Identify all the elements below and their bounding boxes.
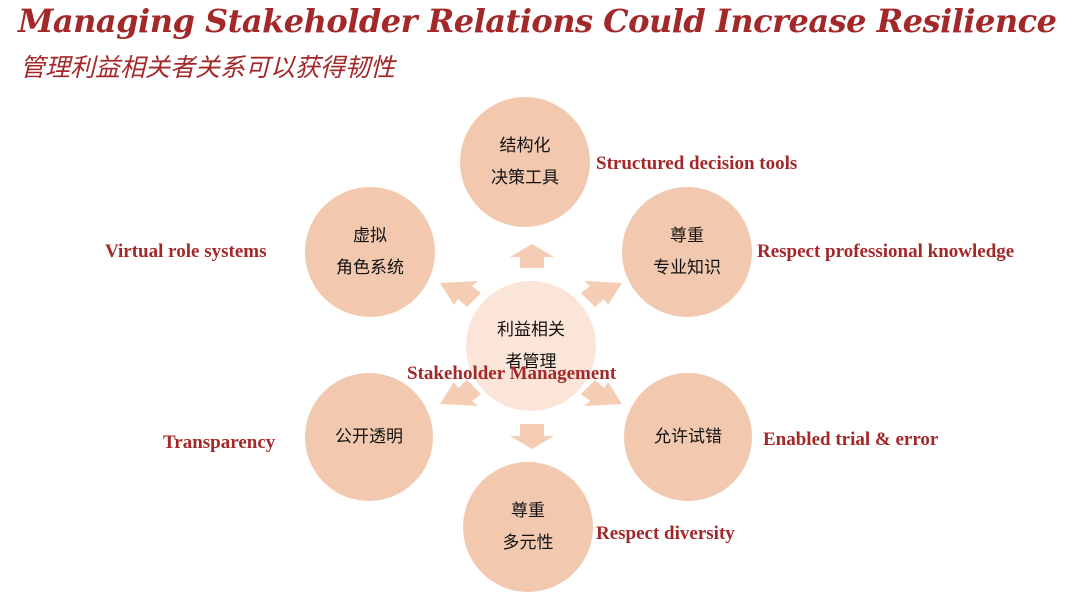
node-bottom-line-1: 尊重 [511,501,545,521]
node-transparency: 公开透明 [305,373,433,501]
node-enabled-trial-and-error: 允许试错 [624,373,752,501]
center-node-stakeholder-management: 利益相关 者管理 [466,281,596,411]
label-transparency: Transparency [163,432,276,453]
node-virtual-role-systems: 虚拟 角色系统 [305,187,435,317]
label-structured-decision-tools: Structured decision tools [596,153,798,174]
center-line-2: 者管理 [505,352,557,372]
label-respect-professional-knowledge: Respect professional knowledge [757,241,1015,262]
arrow-upper-left [440,281,481,307]
arrow-lower-left [440,380,481,406]
label-enabled-trial-and-error: Enabled trial & error [763,429,939,450]
node-lower-right-line-1: 允许试错 [654,427,722,447]
arrow-upper-right [581,281,622,307]
label-respect-diversity: Respect diversity [596,523,735,544]
node-respect-diversity: 尊重 多元性 [463,462,593,592]
center-english-label: Stakeholder Management [407,363,617,384]
node-top-line-2: 决策工具 [491,168,559,188]
node-upper-left-line-1: 虚拟 [353,226,387,246]
node-top-line-1: 结构化 [499,136,551,156]
arrow-down [510,424,554,449]
node-upper-right-line-1: 尊重 [670,226,704,246]
center-line-1: 利益相关 [497,320,565,340]
arrow-lower-right [581,380,622,406]
node-upper-left-line-2: 角色系统 [336,258,404,278]
node-structured-decision-tools: 结构化 决策工具 [460,97,590,227]
label-virtual-role-systems: Virtual role systems [105,241,267,262]
node-upper-right-line-2: 专业知识 [653,258,721,278]
node-bottom-line-2: 多元性 [502,533,554,553]
node-lower-left-line-1: 公开透明 [335,427,403,447]
title-chinese: 管理利益相关者关系可以获得韧性 [20,53,396,82]
node-respect-professional-knowledge: 尊重 专业知识 [622,187,752,317]
arrow-up [510,244,554,268]
title-english: Managing Stakeholder Relations Could Inc… [18,2,1057,40]
